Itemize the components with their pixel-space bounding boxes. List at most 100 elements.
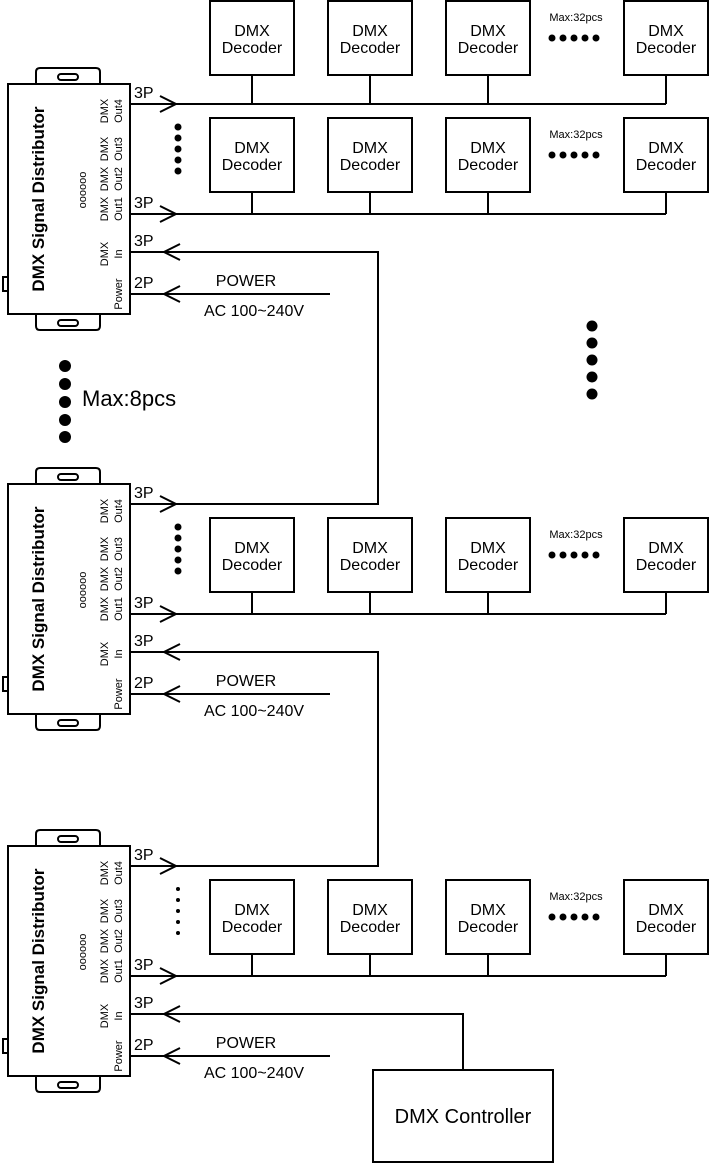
decoder-ellipsis-dot xyxy=(592,551,600,559)
decoder-label-line2: Decoder xyxy=(222,40,283,57)
port-ellipsis-dot xyxy=(174,123,182,131)
link-unit2-in-to-unit3-out4 xyxy=(130,651,379,867)
port-ellipsis-dot xyxy=(176,887,180,891)
port-label-line2: Out4 xyxy=(113,861,125,885)
mount-hole-top xyxy=(57,835,79,843)
port-label-line1: DMX xyxy=(99,241,111,266)
decoder-label-line1: DMX xyxy=(648,902,684,919)
decoder-label-line2: Decoder xyxy=(636,40,697,57)
controller-label: DMX Controller xyxy=(395,1106,532,1128)
port-label-line1: DMX xyxy=(99,536,111,561)
max-decoders-label: Max:32pcs xyxy=(549,891,603,903)
decoder-ellipsis-dot xyxy=(592,34,600,42)
power-voltage: AC 100~240V xyxy=(204,1065,304,1082)
port-label-line2: In xyxy=(113,649,125,658)
port-label-line1: DMX xyxy=(99,898,111,923)
decoder-label-line2: Decoder xyxy=(340,157,401,174)
port-ellipsis-dot xyxy=(174,134,182,142)
decoder-row-1: DMXDecoderDMXDecoderDMXDecoderDMXDecoder… xyxy=(176,0,709,105)
decoder-box xyxy=(209,0,295,76)
mount-ear-bottom xyxy=(35,314,101,331)
decoder-label-line1: DMX xyxy=(648,140,684,157)
decoder-label-line2: Decoder xyxy=(458,40,519,57)
decoder-label-line1: DMX xyxy=(352,540,388,557)
decoder-label-line2: Decoder xyxy=(340,557,401,574)
power-label: POWER xyxy=(216,673,276,690)
port-label-line1: DMX xyxy=(99,958,111,983)
decoder-row-3: DMXDecoderDMXDecoderDMXDecoderDMXDecoder… xyxy=(176,517,709,615)
pin-label-power: 2P xyxy=(134,275,154,292)
decoder-label-line2: Decoder xyxy=(636,557,697,574)
decoder-box xyxy=(445,117,531,193)
mount-ear-bottom xyxy=(35,714,101,731)
decoder-row-2: DMXDecoderDMXDecoderDMXDecoderDMXDecoder… xyxy=(176,117,709,215)
power-voltage: AC 100~240V xyxy=(204,703,304,720)
port-ellipsis-dot xyxy=(174,145,182,153)
port-ellipsis-dot xyxy=(174,523,182,531)
decoder-label-line2: Decoder xyxy=(458,557,519,574)
decoder-label-line2: Decoder xyxy=(340,919,401,936)
pin-label-out1: 3P xyxy=(134,195,154,212)
mount-ear-top xyxy=(35,829,101,846)
mount-ear-top xyxy=(35,67,101,84)
max-distributors-label: Max:8pcs xyxy=(82,386,176,411)
distributor-ellipsis-dot xyxy=(59,396,71,408)
decoder-label-line1: DMX xyxy=(352,23,388,40)
port-label-line1: DMX xyxy=(99,166,111,191)
port-label-line2: Out1 xyxy=(113,959,125,983)
pin-label-out4: 3P xyxy=(134,85,154,102)
decoder-label-line2: Decoder xyxy=(222,919,283,936)
decoder-ellipsis-dot xyxy=(570,151,578,159)
decoder-label-line1: DMX xyxy=(234,140,270,157)
row-ellipsis-dot xyxy=(586,388,598,400)
decoder-ellipsis-dot xyxy=(548,151,556,159)
decoder-box xyxy=(209,117,295,193)
controller-box xyxy=(372,1069,554,1163)
distributor-title: DMX Signal Distributor xyxy=(29,868,48,1054)
decoder-label-line2: Decoder xyxy=(222,157,283,174)
power-label: POWER xyxy=(216,1035,276,1052)
decoder-ellipsis-dot xyxy=(559,34,567,42)
mount-ear-bottom xyxy=(35,1076,101,1093)
power-label: POWER xyxy=(216,273,276,290)
decoder-box xyxy=(327,517,413,593)
port-label-line2: Out4 xyxy=(113,99,125,123)
port-label-line1: DMX xyxy=(99,196,111,221)
mount-hole-bottom xyxy=(57,319,79,327)
decoder-label-line1: DMX xyxy=(648,23,684,40)
pin-label-in: 3P xyxy=(134,233,154,250)
port-label-line1: DMX xyxy=(99,860,111,885)
max-decoders-label: Max:32pcs xyxy=(549,129,603,141)
distributor-body xyxy=(7,83,131,315)
port-ellipsis-dot xyxy=(174,545,182,553)
decoder-ellipsis-dot xyxy=(570,34,578,42)
decoder-ellipsis-dot xyxy=(570,551,578,559)
decoder-ellipsis-dot xyxy=(581,551,589,559)
row-ellipsis-dot xyxy=(586,320,598,332)
port-label-line1: DMX xyxy=(99,1003,111,1028)
port-ellipsis-dot xyxy=(176,909,180,913)
pin-label-out4: 3P xyxy=(134,847,154,864)
side-connector xyxy=(2,676,9,692)
max-decoders-label: Max:32pcs xyxy=(549,12,603,24)
decoder-ellipsis-dot xyxy=(559,151,567,159)
decoder-ellipsis-dot xyxy=(548,913,556,921)
pin-label-power: 2P xyxy=(134,675,154,692)
port-label-line2: Out2 xyxy=(113,167,125,191)
side-connector xyxy=(2,1038,9,1054)
decoder-label-line1: DMX xyxy=(470,23,506,40)
pin-label-out1: 3P xyxy=(134,595,154,612)
decoder-label-line1: DMX xyxy=(234,902,270,919)
decoder-ellipsis-dot xyxy=(559,551,567,559)
decoder-box xyxy=(623,517,709,593)
decoder-label-line1: DMX xyxy=(234,540,270,557)
max-decoders-label: Max:32pcs xyxy=(549,529,603,541)
port-ellipsis-dot xyxy=(174,534,182,542)
port-label-line2: Power xyxy=(113,278,125,310)
